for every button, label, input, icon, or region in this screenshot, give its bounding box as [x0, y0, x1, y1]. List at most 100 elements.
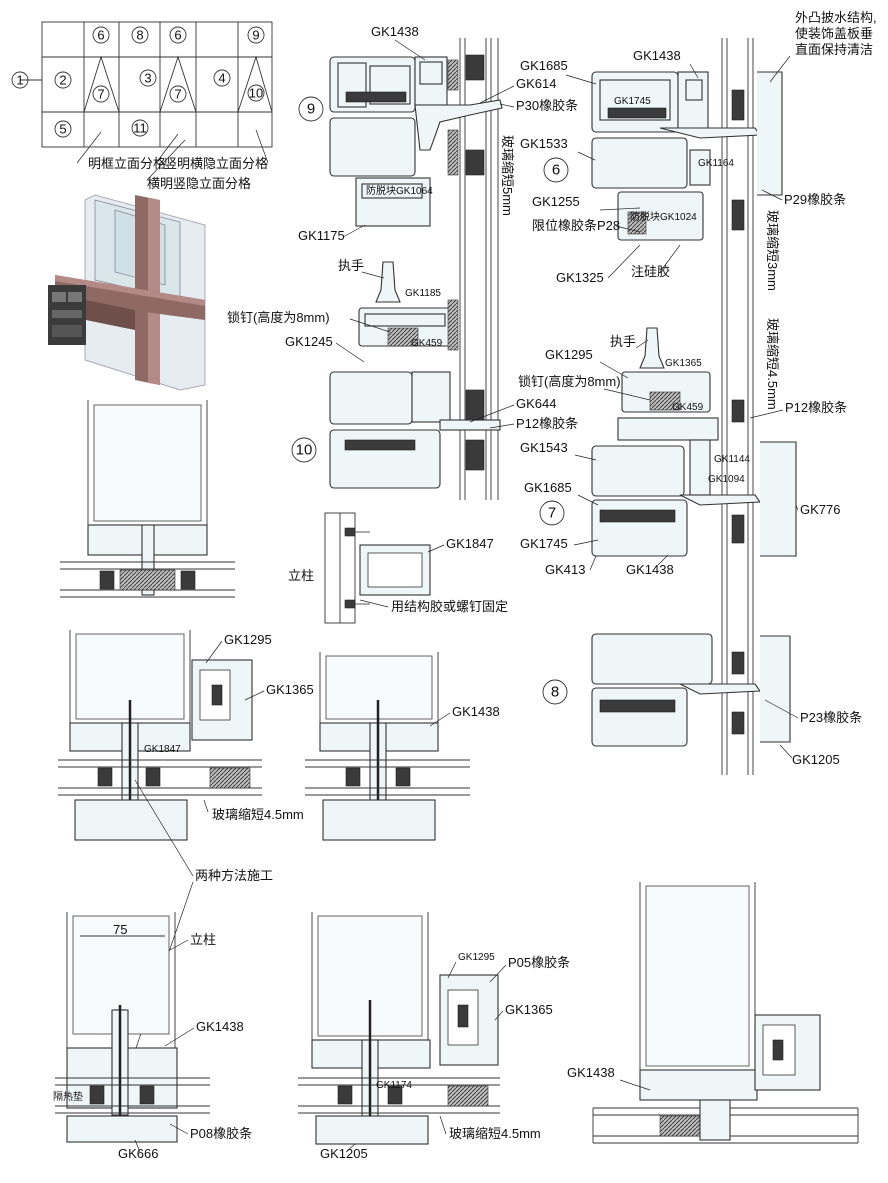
label-gk1745-s6: GK1745: [614, 96, 651, 107]
section-10-number: 10: [296, 442, 313, 459]
cell-num-8: 8: [136, 28, 143, 43]
label-gk413: GK413: [545, 562, 585, 577]
label-gk1847-s4: GK1847: [144, 744, 181, 755]
glass-short-3mm: 玻璃缩短3mm: [765, 210, 780, 291]
note-line-3: 直面保持清洁: [795, 42, 873, 57]
grid-cell-numbers: 1 2 3 4 5 6 6 7 7 8 9 10 11: [11, 26, 265, 138]
label-p30: P30橡胶条: [516, 98, 578, 113]
label-p28: 限位橡胶条P28: [532, 218, 620, 233]
section-2: 2 GK1295 P05橡胶条 GK1365 GK1174 GK1205 玻璃缩…: [298, 912, 570, 1161]
label-gk1438-s7: GK1438: [626, 562, 674, 577]
label-gk1365-s2: GK1365: [505, 1002, 553, 1017]
label-glass-short-s2: 玻璃缩短4.5mm: [449, 1126, 541, 1141]
label-zhishou-s7: 执手: [610, 334, 636, 349]
label-glass-short-s4: 玻璃缩短4.5mm: [212, 807, 304, 822]
caption-horizontal-exposed: 横明竖隐立面分格: [147, 176, 251, 191]
label-gk1064: 防脱块GK1064: [366, 184, 433, 197]
label-gk1438-s6: GK1438: [633, 48, 681, 63]
cell-num-7b: 7: [174, 87, 181, 102]
mullion-detail: 立柱 GK1847 用结构胶或螺钉固定: [288, 512, 508, 624]
section-9: 9 防脱块GK1064 GK1438 GK614 P30橡胶条 GK1175: [298, 24, 578, 500]
label-column: 立柱: [288, 568, 314, 583]
label-gk1295-s7: GK1295: [545, 347, 593, 362]
label-gk1205-s2: GK1205: [320, 1146, 368, 1161]
label-p12-s10: P12橡胶条: [516, 416, 578, 431]
label-gk1245: GK1245: [285, 334, 333, 349]
cell-num-3: 3: [144, 71, 151, 86]
cell-num-10: 10: [249, 86, 263, 101]
label-lock-pin-s10: 锁钉(高度为8mm): [227, 310, 330, 325]
label-gk1174: GK1174: [376, 1080, 412, 1091]
glass-short-5mm: 玻璃缩短5mm: [500, 135, 515, 216]
label-gk1325: GK1325: [556, 270, 604, 285]
label-lock-pin-s7: 锁钉(高度为8mm): [518, 374, 621, 389]
cell-num-4: 4: [218, 71, 225, 86]
cell-num-5: 5: [59, 122, 66, 137]
cell-num-6b: 6: [174, 28, 181, 43]
elevation-grid: 1 2 3 4 5 6 6 7 7 8 9 10 11 明框立面分格 竖明横隐立…: [11, 21, 273, 191]
section-6: 6 GK1745 防脱块GK1024 外凸披水结构, 使装饰盖板垂 直面保持清洁…: [520, 10, 877, 775]
label-gk776: GK776: [800, 502, 840, 517]
label-gk1438-s9: GK1438: [371, 24, 419, 39]
label-gk666: GK666: [118, 1146, 158, 1161]
section-5: 5 GK1438: [305, 652, 500, 841]
label-gk1543: GK1543: [520, 440, 568, 455]
label-gk459-s10: GK459: [411, 338, 443, 349]
label-gk1144: GK1144: [714, 454, 750, 465]
section-11: 11: [60, 400, 235, 598]
profile-3d-render: [45, 194, 215, 391]
label-gk1094: GK1094: [708, 474, 745, 485]
label-gk614: GK614: [516, 76, 556, 91]
cell-num-7a: 7: [97, 87, 104, 102]
section-1: 1 75 立柱 GK1438 隔热垫 GK666 P08橡胶条: [53, 912, 252, 1161]
section-10: 10 执手 GK1185 锁钉(高度为8mm) GK1245 GK459 GK6…: [227, 258, 578, 489]
section-7: 7 执手 GK1295 GK1365 锁钉(高度为8mm) GK459 P12橡…: [518, 327, 847, 577]
note-line-1: 外凸披水结构,: [795, 10, 877, 25]
label-p23: P23橡胶条: [800, 710, 862, 725]
label-gk1175: GK1175: [298, 228, 345, 243]
label-p12-s7: P12橡胶条: [785, 400, 847, 415]
label-gk644: GK644: [516, 396, 556, 411]
label-p29: P29橡胶条: [784, 192, 846, 207]
cell-num-6a: 6: [97, 28, 104, 43]
label-gk1438-s3: GK1438: [567, 1065, 615, 1080]
glass-short-45-s7: 玻璃缩短4.5mm: [765, 318, 780, 410]
section-9-number: 9: [307, 101, 315, 118]
label-gk1365-s4: GK1365: [266, 682, 314, 697]
label-gk1438-s1: GK1438: [196, 1019, 244, 1034]
two-methods-label: 两种方法施工: [195, 868, 273, 883]
dim-75: 75: [113, 922, 127, 937]
section-3: 3 GK1438: [567, 882, 859, 1144]
section-4: 4 GK1295 GK1365 GK1847 玻璃缩短4.5mm: [58, 630, 314, 841]
caption-exposed-frame: 明框立面分格: [88, 156, 166, 171]
label-gk1295-s4: GK1295: [224, 632, 272, 647]
section-8-number: 8: [551, 684, 559, 701]
label-gk1847-detail: GK1847: [446, 536, 494, 551]
note-line-2: 使装饰盖板垂: [795, 26, 873, 41]
label-gk1685-s6: GK1685: [520, 58, 568, 73]
label-gk1255: GK1255: [532, 194, 580, 209]
label-p08: P08橡胶条: [190, 1126, 252, 1141]
label-gk1745-s7: GK1745: [520, 536, 568, 551]
label-gk1185: GK1185: [405, 288, 441, 299]
label-insulation-pad: 隔热垫: [53, 1090, 83, 1103]
label-gk1365-s7: GK1365: [665, 358, 702, 369]
section-6-number: 6: [552, 162, 560, 179]
cell-num-2: 2: [59, 73, 66, 88]
label-gk1438-s5: GK1438: [452, 704, 500, 719]
label-gk1024: 防脱块GK1024: [630, 210, 697, 223]
section-8: 8 P23橡胶条 GK1205: [542, 633, 862, 767]
cell-num-1: 1: [16, 73, 23, 88]
label-gk459-s7: GK459: [672, 402, 704, 413]
cell-num-9: 9: [252, 28, 259, 43]
label-fixing-method: 用结构胶或螺钉固定: [391, 599, 508, 614]
label-gk1295-s2: GK1295: [458, 952, 495, 963]
label-gk1685-s7: GK1685: [524, 480, 572, 495]
section-7-number: 7: [548, 505, 556, 522]
label-p05: P05橡胶条: [508, 955, 570, 970]
cell-num-11: 11: [133, 121, 147, 136]
label-column-s1: 立柱: [190, 932, 216, 947]
label-gk1205-s8: GK1205: [792, 752, 840, 767]
label-gk1533: GK1533: [520, 136, 568, 151]
